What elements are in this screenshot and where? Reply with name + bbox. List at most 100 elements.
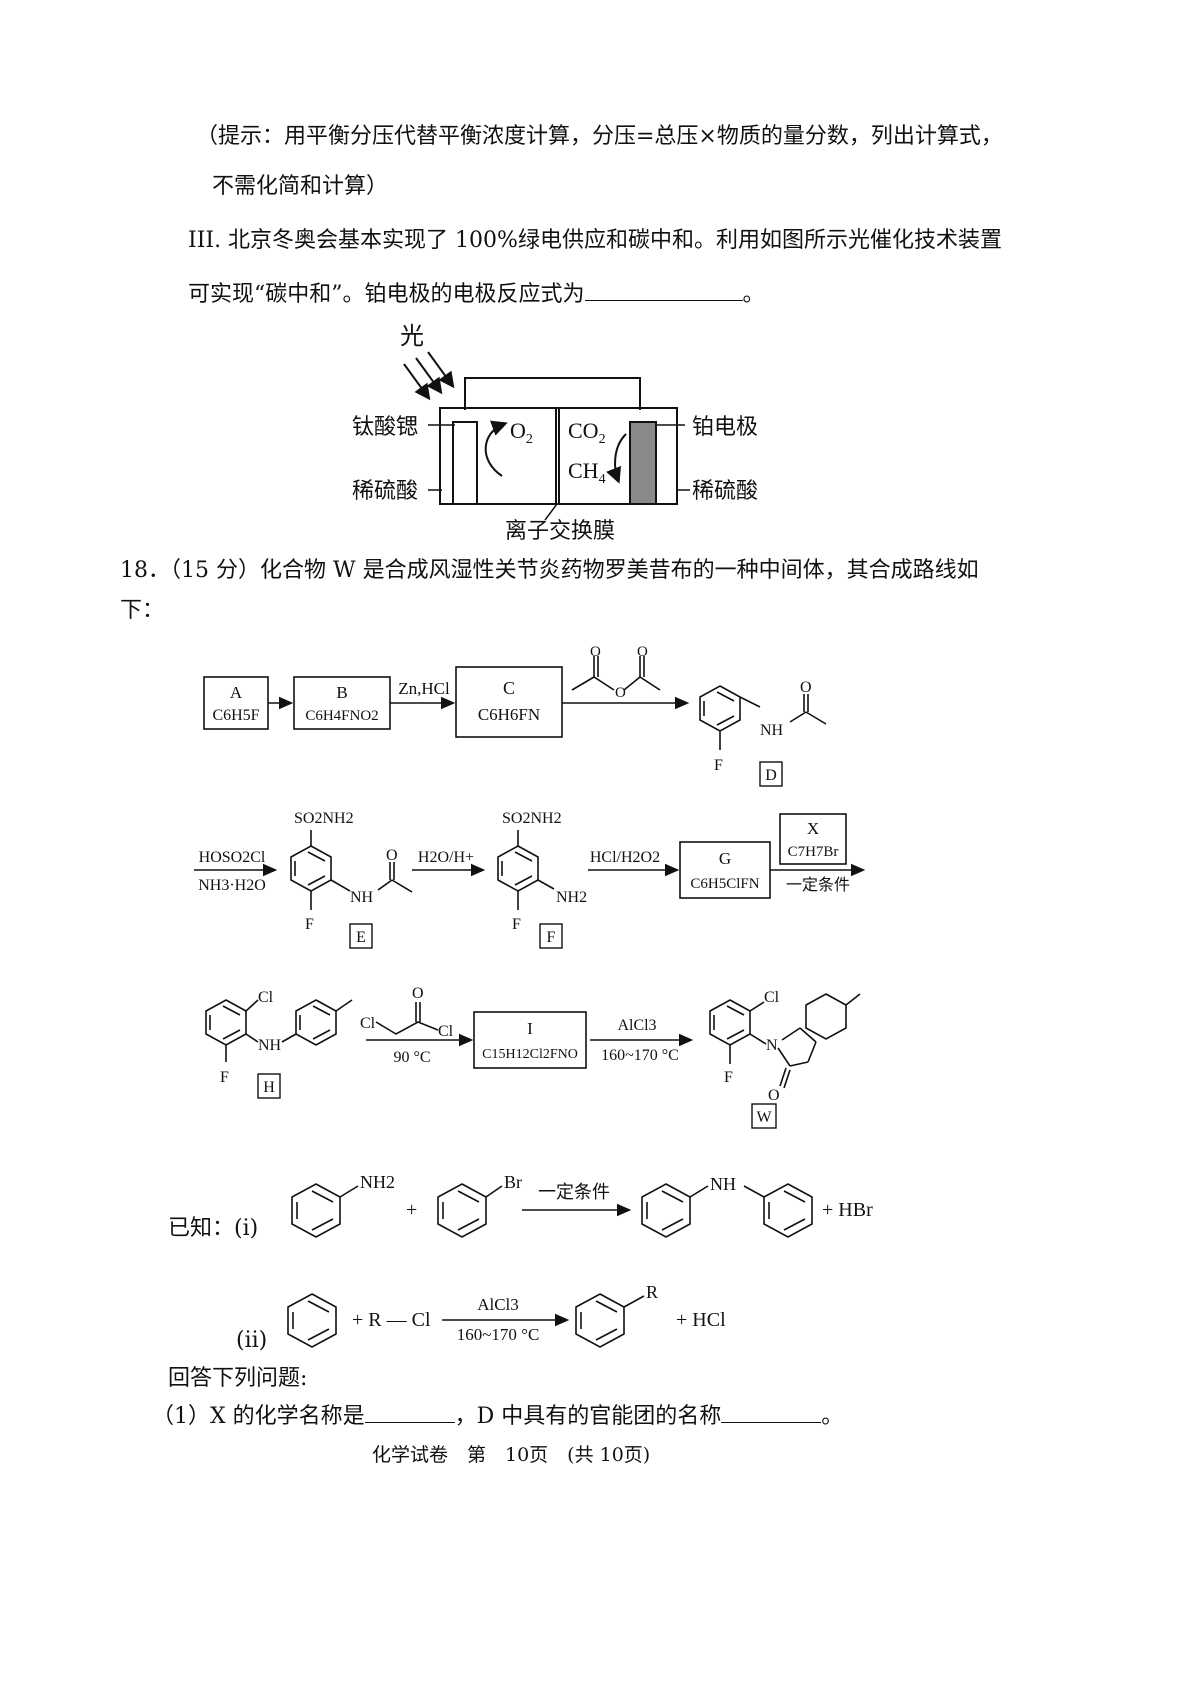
svg-text:Cl: Cl	[438, 1023, 454, 1040]
W-label: W	[756, 1109, 772, 1126]
E-label: E	[356, 929, 366, 946]
reagent-IW-2: 160~170 °C	[601, 1047, 679, 1064]
I-label: I	[527, 1019, 533, 1038]
box-X	[779, 813, 847, 865]
structure-D	[699, 685, 827, 750]
answer-blank-x-name[interactable]	[364, 1400, 455, 1423]
membrane-label: 离子交换膜	[505, 518, 615, 543]
svg-text:F: F	[305, 916, 314, 933]
question-1-end: 。	[821, 1404, 844, 1429]
B-label: B	[336, 683, 347, 702]
question-1-text: （1）X 的化学名称是	[152, 1404, 365, 1429]
structure-H	[205, 999, 353, 1062]
svg-text:O: O	[386, 847, 398, 864]
svg-text:O: O	[615, 685, 626, 701]
B-formula: C6H4FNO2	[305, 708, 378, 724]
svg-text:O: O	[637, 644, 648, 660]
svg-text:CH4: CH4	[568, 458, 606, 487]
svg-text:O: O	[768, 1087, 780, 1104]
hint-line-2: 不需化简和计算）	[212, 174, 389, 199]
left-electrode-label: 钛酸锶	[352, 414, 418, 439]
light-ray-1	[403, 363, 431, 401]
known-ii-cond-1: AlCl3	[477, 1295, 519, 1314]
structure-W	[709, 993, 861, 1089]
q18-line-1: 18．（15 分）化合物 W 是合成风湿性关节炎药物罗美昔布的一种中间体，其合成…	[120, 558, 979, 583]
D-label: D	[765, 767, 777, 784]
known-intro: 已知：(ⅰ)	[168, 1216, 259, 1241]
question-1-middle: ，D 中具有的官能团的名称	[454, 1404, 722, 1429]
known-ii-cond-2: 160~170 °C	[457, 1325, 540, 1344]
A-formula: C6H5F	[212, 707, 259, 724]
svg-text:F: F	[512, 916, 521, 933]
right-solution-label: 稀硫酸	[692, 478, 758, 503]
ch4-label: CH	[568, 458, 599, 483]
reagent-HI-temp: 90 °C	[393, 1049, 430, 1066]
external-wire	[464, 377, 641, 410]
light-label: 光	[400, 323, 424, 350]
answer-blank-electrode[interactable]	[584, 278, 743, 301]
svg-text:NH: NH	[350, 889, 374, 906]
svg-text:NH2: NH2	[360, 1172, 395, 1192]
C-label: C	[503, 678, 515, 698]
page-footer: 化学试卷 第 10页 (共 10页)	[372, 1444, 651, 1466]
part3-line-2: 可实现“碳中和”。铂电极的电极反应式为。	[188, 278, 765, 310]
box-C	[455, 666, 563, 738]
membrane-leader	[544, 503, 558, 521]
svg-text:F: F	[714, 757, 723, 774]
right-electrode-label: 铂电极	[692, 414, 758, 439]
co2-label: CO	[568, 418, 599, 443]
svg-text:CO2: CO2	[568, 418, 606, 447]
svg-text:+: +	[406, 1199, 417, 1221]
box-H-label	[257, 1073, 281, 1099]
chloroacetyl-chloride-structure	[375, 1002, 439, 1035]
svg-text:NH: NH	[258, 1037, 282, 1054]
D-nh: NH	[760, 722, 784, 739]
cond-GH: 一定条件	[786, 876, 850, 894]
part3-line-1: III. 北京冬奥会基本实现了 100%绿电供应和碳中和。利用如图所示光催化技术…	[188, 228, 1002, 253]
acetic-anhydride-structure	[571, 656, 661, 691]
structure-F	[497, 830, 555, 910]
box-W-label	[751, 1103, 777, 1129]
G-label: G	[719, 849, 731, 868]
box-D-label	[759, 761, 783, 787]
svg-text:+ R — Cl: + R — Cl	[352, 1309, 431, 1331]
F-label: F	[547, 929, 556, 946]
answer-intro: 回答下列问题:	[168, 1366, 308, 1391]
known-ii-product: + HCl	[676, 1309, 726, 1331]
q18-line-2: 下：	[120, 598, 165, 623]
reagent-DE-1: HOSO2Cl	[199, 849, 266, 866]
svg-text:O: O	[412, 985, 424, 1002]
known-i-product: + HBr	[822, 1199, 873, 1221]
svg-text:NH: NH	[710, 1174, 736, 1194]
H-label: H	[263, 1079, 275, 1096]
reagent-FG: HCl/H2O2	[590, 849, 660, 866]
box-G	[679, 841, 771, 899]
light-ray-3	[427, 351, 455, 389]
svg-text:F: F	[724, 1069, 733, 1086]
G-formula: C6H5ClFN	[690, 876, 759, 892]
X-formula: C7H7Br	[788, 844, 839, 860]
hint-line-1: （提示：用平衡分压代替平衡浓度计算，分压=总压×物质的量分数，列出计算式，	[196, 124, 1003, 149]
o2-label: O	[510, 418, 526, 443]
box-B	[293, 676, 391, 730]
right-electrode-pt	[629, 421, 657, 505]
svg-text:O: O	[800, 679, 812, 696]
svg-text:F: F	[220, 1069, 229, 1086]
box-A	[203, 676, 269, 730]
structure-E	[290, 830, 413, 910]
F-so2nh2: SO2NH2	[502, 810, 562, 827]
reagent-DE-2: NH3·H2O	[198, 877, 266, 894]
light-ray-2	[415, 357, 443, 395]
svg-text:N: N	[766, 1037, 778, 1054]
box-E-label	[349, 923, 373, 949]
svg-text:R: R	[646, 1282, 658, 1302]
box-F-label	[539, 923, 563, 949]
A-label: A	[230, 683, 243, 702]
X-label: X	[807, 819, 819, 838]
answer-blank-d-groups[interactable]	[721, 1400, 822, 1423]
svg-text:NH2: NH2	[556, 889, 587, 906]
reagent-BC: Zn,HCl	[398, 679, 450, 698]
reagent-EF: H2O/H+	[418, 849, 474, 866]
svg-text:O: O	[590, 644, 601, 660]
C-formula: C6H6FN	[478, 705, 540, 724]
